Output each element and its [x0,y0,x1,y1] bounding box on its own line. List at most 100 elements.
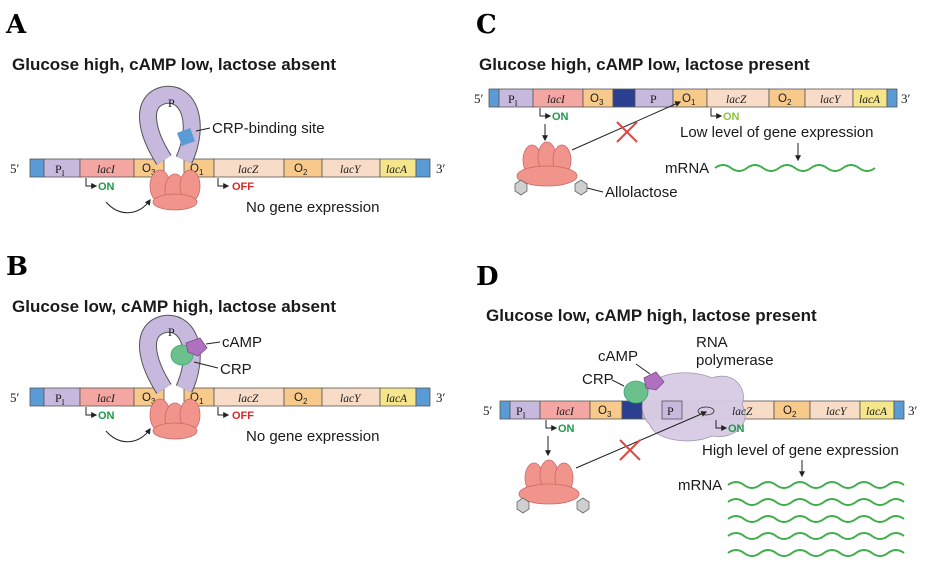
panel-label: B [6,252,28,282]
panel-title: Glucose low, cAMP high, lactose present [486,306,817,325]
promoter-p-visible [661,400,683,420]
crp-protein [623,380,649,404]
lacz-label: lacZ [238,164,259,176]
mrna-label: mRNA [678,477,722,494]
dna-end-left [499,400,511,420]
lacz-label: lacZ [238,393,259,405]
promoter-p-label: P [667,404,674,418]
three-prime-label: 3′ [436,161,446,176]
crp-binding-site [612,88,636,108]
rna-polymerase [641,372,746,442]
mrna-strand [727,549,905,557]
laci-label: lacI [97,393,116,405]
allolactose-molecule [576,497,590,514]
crp-label: CRP [582,371,614,388]
mrna-strand [727,481,905,489]
laci-on-label: ON [552,111,569,123]
lacy-label: lacY [340,164,362,176]
panel-b: B Glucose low, cAMP high, lactose absent… [6,252,446,445]
five-prime-label: 5′ [10,390,20,405]
dna-end-left [29,158,45,178]
laci-on-label: ON [558,423,575,435]
laci-label: lacI [547,94,566,106]
dna-end-left [488,88,500,108]
promoter-pi-label: PI [508,92,518,108]
dna-loop [140,86,200,165]
laci-label: lacI [556,406,575,418]
panel-label: A [5,10,27,40]
three-prime-label: 3′ [901,91,911,106]
o1-label: O1 [190,163,204,177]
laci-transcription-arrow [85,407,98,418]
lac-repressor [149,398,201,440]
five-prime-label: 5′ [483,403,493,418]
o2-label: O2 [778,93,792,107]
lacy-label: lacY [826,406,848,418]
allolactose-molecule [516,497,530,514]
mrna-strands [727,481,905,557]
panel-d: D Glucose low, cAMP high, lactose presen… [476,262,918,557]
dna-strand [29,387,431,407]
dna-end-right [415,387,431,407]
mrna-strand [727,532,905,540]
panel-a: A Glucose high, cAMP low, lactose absent… [5,10,446,216]
camp-pointer [205,341,221,345]
mrna-strand [727,515,905,523]
allolactose-molecule [514,179,528,196]
laci-label: lacI [97,164,116,176]
crp-binding-site [621,400,643,420]
three-prime-label: 3′ [908,403,918,418]
expression-level-label: High level of gene expression [702,442,899,459]
panel-title: Glucose high, cAMP low, lactose absent [12,55,336,74]
lacz-on-label: ON [723,111,740,123]
laca-label: lacA [859,94,881,106]
laca-label: lacA [866,406,888,418]
off-label: OFF [232,181,254,193]
block-mark [616,121,638,143]
panel-title: Glucose low, cAMP high, lactose absent [12,297,336,316]
camp-molecule [643,371,665,391]
crp-binding-site [177,128,195,146]
dna-strand [488,88,898,108]
lacz-transcription-arrow [715,420,728,431]
expression-level-label: Low level of gene expression [680,124,873,141]
allolactose-label: Allolactose [605,184,678,201]
dna-end-right [893,400,905,420]
laca-label: lacA [386,164,408,176]
three-prime-label: 3′ [436,390,446,405]
camp-label: cAMP [222,334,262,351]
dna-strand [29,158,431,178]
dna-end-right [886,88,898,108]
loop-promoter-label: P [168,96,175,110]
mrna-strand [714,164,876,172]
laci-on-label: ON [98,181,115,193]
lacz-transcription-arrow [710,108,723,119]
result-label: No gene expression [246,428,379,445]
lacy-label: lacY [820,94,842,106]
crp-binding-site-label: CRP-binding site [212,120,325,137]
crp-label: CRP [220,361,252,378]
inactive-repressor [516,141,578,187]
mrna-label: mRNA [665,160,709,177]
lacz-label: lacZ [732,406,753,418]
o2-label: O2 [294,392,308,406]
five-prime-label: 5′ [10,161,20,176]
site-pointer [195,127,211,132]
laci-transcription-arrow [539,108,552,119]
rnap-label-line1: RNA [696,334,728,351]
allolactose-pointer [586,187,604,193]
lacz-label: lacZ [726,94,747,106]
laci-on-label: ON [98,410,115,422]
promoter-pi-label: PI [55,391,65,407]
panel-c: C Glucose high, cAMP low, lactose presen… [474,10,911,201]
lacy-label: lacY [340,393,362,405]
lacz-on-label: ON [728,423,745,435]
camp-molecule [185,337,208,357]
crp-pointer [611,379,625,387]
o3-label: O3 [598,405,612,419]
lacz-transcription-arrow [217,407,230,418]
o2-label: O2 [294,163,308,177]
repressor-synthesis-arrow [105,428,151,443]
camp-label: cAMP [598,348,638,365]
